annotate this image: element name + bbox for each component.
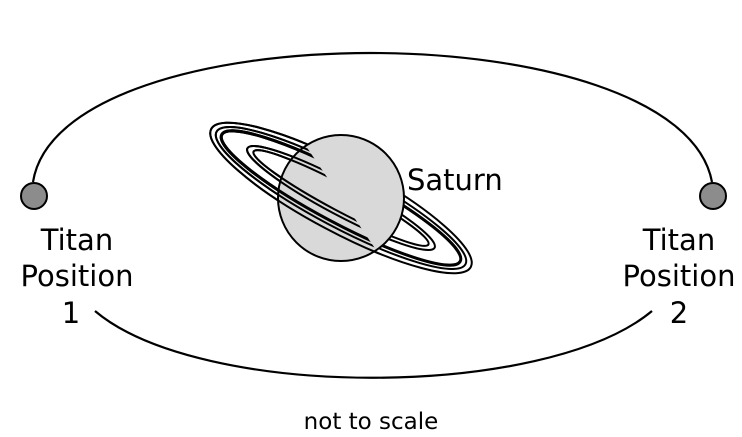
titan-position-1-moon — [21, 183, 47, 209]
not-to-scale-caption: not to scale — [304, 409, 439, 435]
titan-position-1-label-line-3: 1 — [62, 296, 80, 330]
titan-position-1-label-line-1: Titan — [40, 223, 113, 257]
titan-position-2-label-line-2: Position — [623, 259, 736, 293]
titan-position-1-label-line-2: Position — [21, 259, 134, 293]
titan-position-2-moon — [700, 183, 726, 209]
saturn-planet — [278, 135, 404, 261]
titan-position-2-label-line-1: Titan — [642, 223, 715, 257]
saturn-label: Saturn — [407, 163, 503, 197]
orbit-lower-arc — [95, 311, 652, 378]
titan-position-2-label-line-3: 2 — [670, 296, 688, 330]
